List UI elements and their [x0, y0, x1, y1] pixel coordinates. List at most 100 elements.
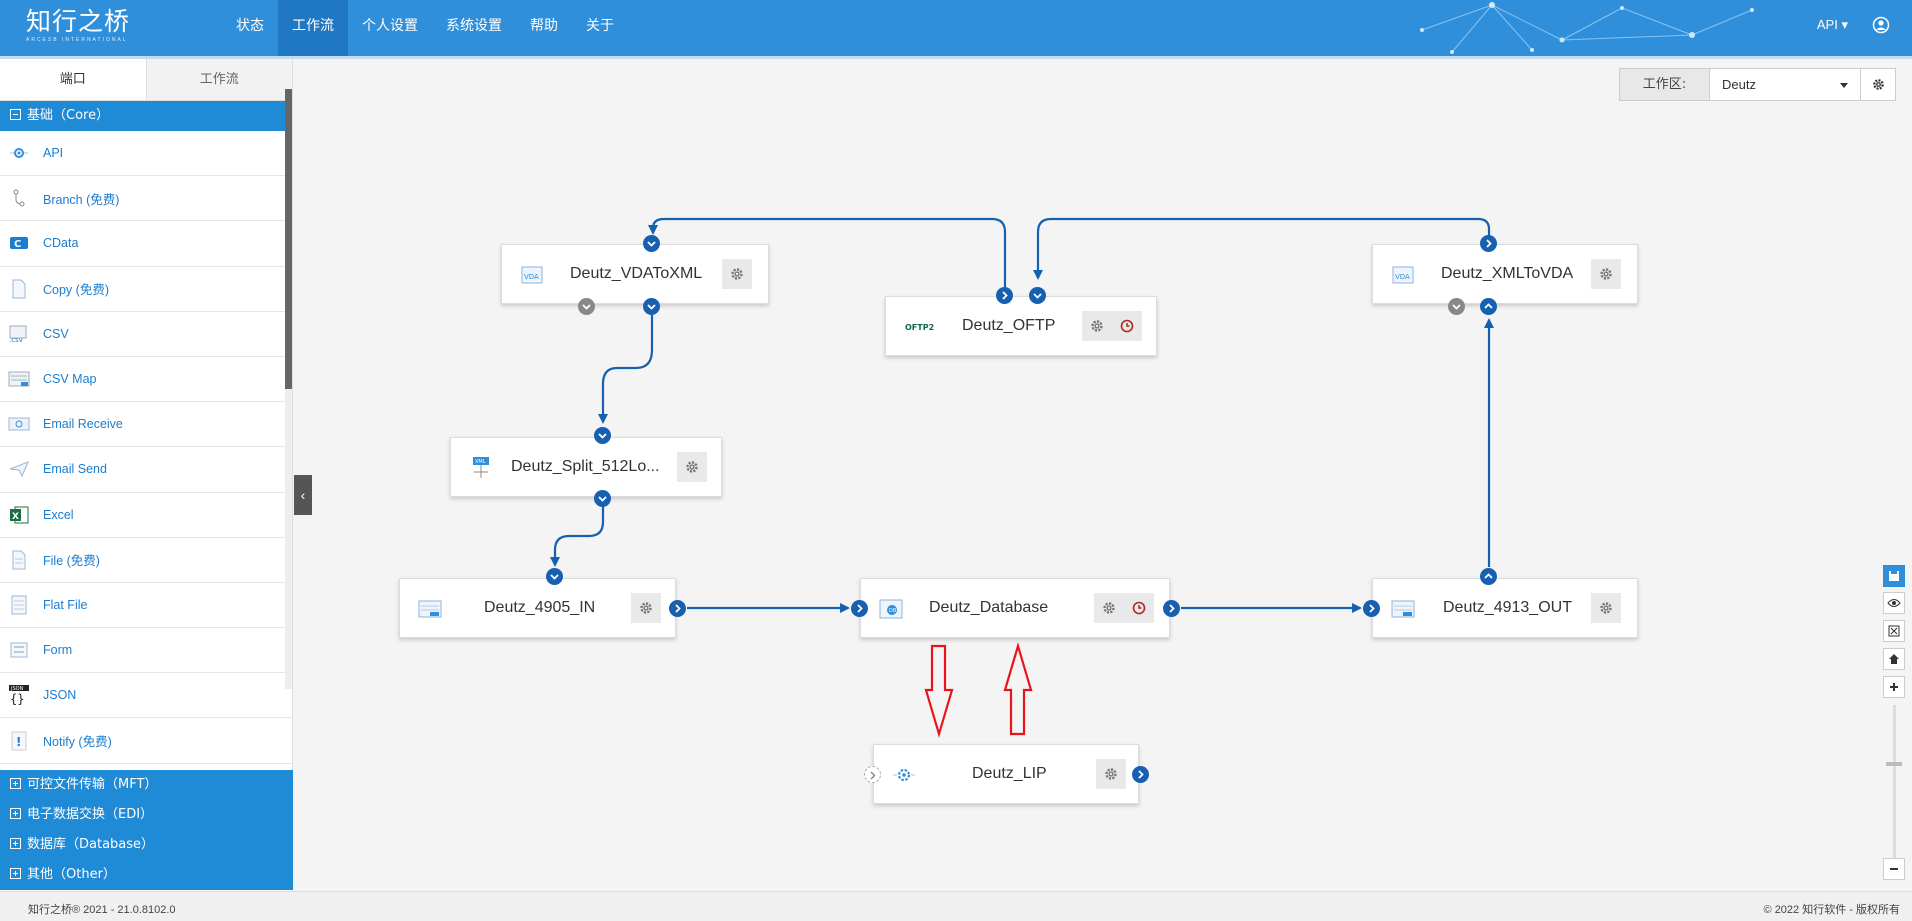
expand-icon — [10, 838, 21, 849]
tab-ports[interactable]: 端口 — [0, 59, 147, 100]
port-item-email-receive[interactable]: Email Receive — [0, 402, 292, 448]
app-logo[interactable]: 知行之桥 ARCESB INTERNATIONAL — [26, 8, 130, 44]
port-label: Flat File — [43, 597, 88, 612]
user-account-icon[interactable] — [1872, 16, 1890, 34]
port-item-branch[interactable]: Branch (免费) — [0, 176, 292, 222]
plus-icon — [1890, 683, 1898, 691]
node-schedule-button[interactable] — [1112, 311, 1142, 341]
sidebar-scrollbar[interactable] — [285, 89, 292, 689]
connector-split-output[interactable] — [594, 490, 611, 507]
zoom-in-button[interactable] — [1883, 676, 1905, 698]
chevron-right-icon — [1369, 604, 1375, 613]
node-settings-button[interactable] — [1591, 259, 1621, 289]
connector-vdatoxml-error[interactable] — [578, 298, 595, 315]
category-database-header[interactable]: 数据库（Database） — [0, 830, 293, 860]
node-deutz-4905-in[interactable]: Deutz_4905_IN — [399, 578, 676, 638]
connector-split-input[interactable] — [594, 427, 611, 444]
zoom-slider-handle[interactable] — [1886, 762, 1902, 766]
node-settings-button[interactable] — [1094, 593, 1124, 623]
node-settings-button[interactable] — [1096, 759, 1126, 789]
connector-in4905-input[interactable] — [546, 568, 563, 585]
node-settings-button[interactable] — [1591, 593, 1621, 623]
connector-oftp-input[interactable] — [1029, 287, 1046, 304]
home-button[interactable] — [1883, 648, 1905, 670]
node-settings-button[interactable] — [722, 259, 752, 289]
scrollbar-thumb[interactable] — [285, 89, 292, 389]
port-label: JSON — [43, 688, 77, 703]
node-schedule-button[interactable] — [1124, 593, 1154, 623]
fit-to-screen-button[interactable] — [1883, 620, 1905, 642]
nav-item-workflow[interactable]: 工作流 — [278, 0, 348, 56]
category-mft-header[interactable]: 可控文件传输（MFT） — [0, 770, 293, 800]
connector-in4905-output[interactable] — [669, 600, 686, 617]
preview-button[interactable] — [1883, 592, 1905, 614]
category-edi-header[interactable]: 电子数据交换（EDI） — [0, 800, 293, 830]
chevron-down-icon — [1452, 304, 1461, 310]
zoom-out-button[interactable] — [1883, 858, 1905, 880]
port-item-file[interactable]: File (免费) — [0, 538, 292, 583]
port-item-flat-file[interactable]: Flat File — [0, 583, 292, 629]
connector-xmltovda-output[interactable] — [1480, 235, 1497, 252]
node-deutz-lip[interactable]: Deutz_LIP — [873, 744, 1139, 804]
port-item-copy[interactable]: Copy (免费) — [0, 267, 292, 312]
node-deutz-xmltovda[interactable]: VDA Deutz_XMLToVDA — [1372, 244, 1638, 304]
sidebar-collapse-button[interactable]: ‹ — [294, 475, 312, 515]
port-item-excel[interactable]: X Excel — [0, 493, 292, 538]
port-item-notify[interactable]: ! Notify (免费) — [0, 718, 292, 764]
nav-item-system-settings[interactable]: 系统设置 — [446, 18, 502, 34]
category-other-header[interactable]: 其他（Other） — [0, 860, 293, 890]
category-core-header[interactable]: 基础（Core） — [0, 101, 292, 131]
port-item-csv-map[interactable]: CSV Map — [0, 357, 292, 403]
email-receive-icon — [8, 414, 30, 434]
chevron-right-icon — [857, 604, 863, 613]
connector-out4913-input[interactable] — [1363, 600, 1380, 617]
connector-vdatoxml-input[interactable] — [643, 235, 660, 252]
chevron-down-icon — [550, 574, 559, 580]
connector-xmltovda-input[interactable] — [1480, 298, 1497, 315]
nav-item-help[interactable]: 帮助 — [530, 18, 558, 34]
port-item-cdata[interactable]: C CData — [0, 221, 292, 267]
logo-subtext: ARCESB INTERNATIONAL — [26, 37, 128, 43]
connector-lip-input[interactable] — [864, 766, 881, 783]
connector-oftp-output[interactable] — [996, 287, 1013, 304]
nav-item-status[interactable]: 状态 — [236, 18, 264, 34]
node-title: Deutz_LIP — [972, 765, 1047, 782]
node-deutz-database[interactable]: DB Deutz_Database — [860, 578, 1170, 638]
gear-icon — [640, 602, 652, 614]
node-deutz-vdatoxml[interactable]: VDA Deutz_VDAToXML — [501, 244, 769, 304]
chevron-down-icon — [598, 496, 607, 502]
node-title: Deutz_4905_IN — [484, 599, 596, 616]
connector-vdatoxml-output[interactable] — [643, 298, 660, 315]
save-button[interactable] — [1883, 565, 1905, 587]
csv-icon: .csv — [8, 324, 30, 344]
port-label: Email Send — [43, 462, 107, 477]
tab-workflows[interactable]: 工作流 — [146, 59, 292, 100]
port-item-email-send[interactable]: Email Send — [0, 447, 292, 493]
workspace-settings-button[interactable] — [1861, 69, 1895, 100]
node-deutz-split[interactable]: XML Deutz_Split_512Lo... — [450, 437, 722, 497]
connector-lip-output[interactable] — [1132, 766, 1149, 783]
zoom-slider[interactable] — [1893, 705, 1896, 865]
node-settings-button[interactable] — [631, 593, 661, 623]
api-menu-dropdown[interactable]: API ▾ — [1817, 0, 1848, 50]
connector-database-output[interactable] — [1163, 600, 1180, 617]
node-settings-button[interactable] — [1082, 311, 1112, 341]
port-item-json[interactable]: JSON{} JSON — [0, 673, 292, 719]
connector-database-input[interactable] — [851, 600, 868, 617]
connector-xmltovda-error[interactable] — [1448, 298, 1465, 315]
node-deutz-4913-out[interactable]: Deutz_4913_OUT — [1372, 578, 1638, 638]
nav-item-about[interactable]: 关于 — [586, 18, 614, 34]
port-label: Email Receive — [43, 417, 123, 432]
node-deutz-oftp[interactable]: OFTP2 Deutz_OFTP — [885, 296, 1157, 356]
node-title: Deutz_OFTP — [962, 317, 1056, 334]
home-icon — [1889, 654, 1899, 664]
node-settings-button[interactable] — [677, 452, 707, 482]
nav-item-profile[interactable]: 个人设置 — [362, 18, 418, 34]
connector-out4913-output[interactable] — [1480, 568, 1497, 585]
port-item-csv[interactable]: .csv CSV — [0, 312, 292, 357]
chevron-right-icon — [1138, 770, 1144, 779]
port-item-form[interactable]: Form — [0, 628, 292, 674]
port-item-api[interactable]: API — [0, 131, 292, 177]
flat-file-icon — [8, 595, 30, 615]
workspace-dropdown[interactable]: Deutz — [1710, 69, 1861, 100]
